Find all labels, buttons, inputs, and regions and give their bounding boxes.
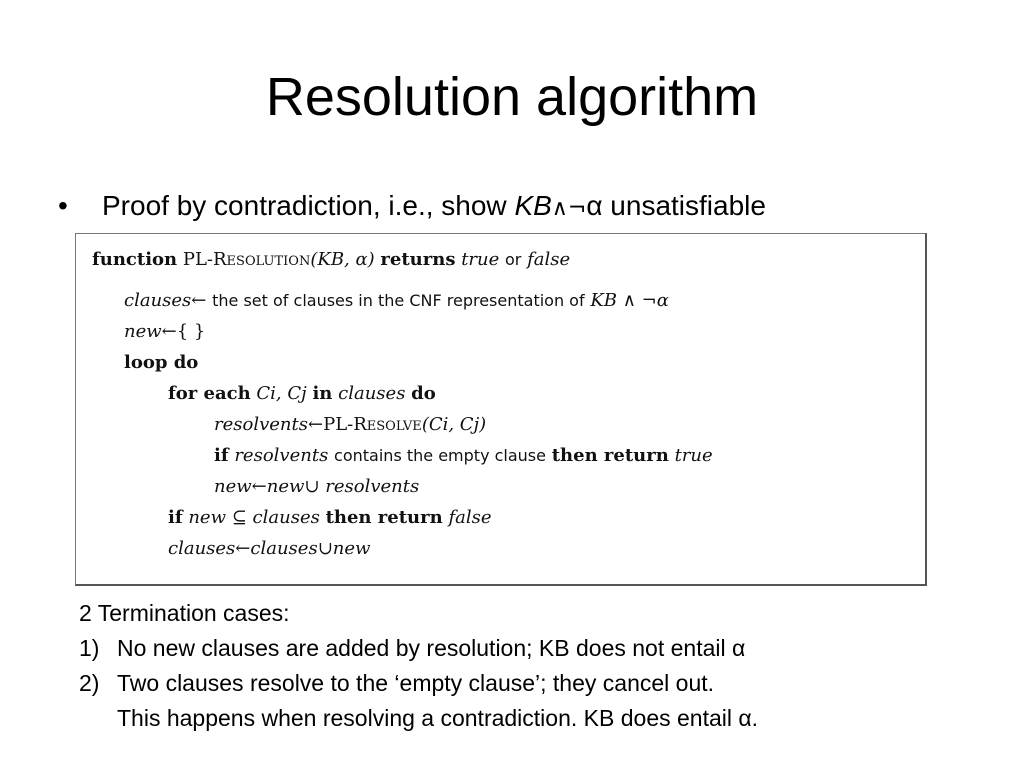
bullet-kb: KB (514, 190, 552, 221)
var-clauses: clauses (124, 290, 192, 311)
expr-resolvents: resolvents (325, 476, 420, 497)
var-new: new (188, 507, 226, 528)
bullet-dot: • (58, 190, 68, 221)
algorithm-line-if-empty: if resolvents contains the empty clause … (214, 444, 713, 468)
kw-if: if (214, 445, 229, 466)
slide-title: Resolution algorithm (265, 67, 759, 127)
algorithm-line-if-subset: if new ⊆ clauses then return false (168, 506, 491, 530)
algorithm-figure: function PL-Resolution(KB, α) returns tr… (75, 233, 927, 586)
contains-empty-text: contains the empty clause (334, 446, 546, 465)
assign-arrow: ← (161, 321, 177, 342)
clauses-init-text: the set of clauses in the CNF representa… (212, 291, 585, 310)
var-new: new (124, 321, 162, 342)
algorithm-line-clauses-union: clauses←clauses∪new (168, 537, 370, 561)
assign-arrow: ← (235, 538, 251, 559)
assign-arrow: ← (307, 414, 324, 435)
algorithm-line-clauses-init: clauses← the set of clauses in the CNF r… (124, 289, 669, 313)
clauses-init-math: KB ∧ ¬α (590, 290, 669, 311)
case-continuation-text: This happens when resolving a contradict… (117, 705, 759, 731)
assign-arrow: ← (191, 290, 207, 311)
bullet-proof-by-contradiction: • Proof by contradiction, i.e., show KB∧¬… (58, 188, 766, 227)
function-args: (KB, α) (310, 249, 375, 270)
empty-set: { } (176, 321, 206, 342)
expr-new: new (332, 538, 371, 559)
var-resolvents: resolvents (234, 445, 329, 466)
var-new: new (214, 476, 252, 497)
case-number: 2) (79, 670, 100, 696)
union-symbol: ∪ (317, 538, 333, 559)
termination-case-2-continuation: This happens when resolving a contradict… (79, 701, 758, 736)
return-true: true (461, 249, 500, 270)
var-clauses: clauses (252, 507, 320, 528)
union-symbol: ∪ (304, 476, 320, 497)
algorithm-line-for-each: for each Ci, Cj in clauses do (168, 382, 436, 406)
termination-case-1: 1) No new clauses are added by resolution… (79, 631, 758, 666)
case-text: Two clauses resolve to the ‘empty clause… (117, 670, 715, 696)
function-name: PL-Resolution (182, 249, 311, 270)
var-clauses: clauses (338, 383, 406, 404)
kw-returns: returns (380, 249, 456, 270)
case-number: 1) (79, 635, 100, 661)
kw-then-return: then return (551, 445, 669, 466)
word-or: or (505, 250, 522, 269)
return-false: false (527, 249, 571, 270)
return-true: true (674, 445, 713, 466)
var-resolvents: resolvents (214, 414, 308, 435)
vars-ci-cj: Ci, Cj (256, 383, 307, 404)
termination-heading: 2 Termination cases: (79, 600, 290, 626)
expr-clauses: clauses (250, 538, 318, 559)
termination-cases: 2 Termination cases: 1) No new clauses ar… (79, 596, 758, 736)
case-text: No new clauses are added by resolution; … (117, 635, 746, 661)
algorithm-line-resolvents: resolvents←PL-Resolve(Ci, Cj) (214, 413, 486, 437)
kw-then-return: then return (325, 507, 443, 528)
subset-symbol: ⊆ (231, 507, 247, 528)
expr-new: new (266, 476, 305, 497)
call-pl-resolve: PL-Resolve (323, 414, 422, 435)
bullet-alpha: α (586, 190, 603, 221)
algorithm-line-new-init: new←{ } (124, 320, 205, 344)
algorithm-line-loop: loop do (124, 351, 198, 375)
return-false: false (448, 507, 492, 528)
call-args: (Ci, Cj) (421, 414, 487, 435)
var-clauses: clauses (168, 538, 236, 559)
bullet-text-after: unsatisfiable (602, 190, 766, 221)
algorithm-line-function: function PL-Resolution(KB, α) returns tr… (92, 248, 570, 272)
kw-function: function (92, 249, 178, 270)
kw-if: if (168, 507, 183, 528)
kw-do: do (411, 383, 436, 404)
termination-case-2: 2) Two clauses resolve to the ‘empty clau… (79, 666, 758, 701)
kw-loop-do: loop do (124, 352, 199, 373)
kw-in: in (312, 383, 333, 404)
kw-for-each: for each (168, 383, 251, 404)
assign-arrow: ← (251, 476, 267, 497)
algorithm-line-new-union: new←new∪ resolvents (214, 475, 419, 499)
bullet-text-before: Proof by contradiction, i.e., show (102, 190, 515, 221)
bullet-operators: ∧¬ (551, 196, 587, 221)
